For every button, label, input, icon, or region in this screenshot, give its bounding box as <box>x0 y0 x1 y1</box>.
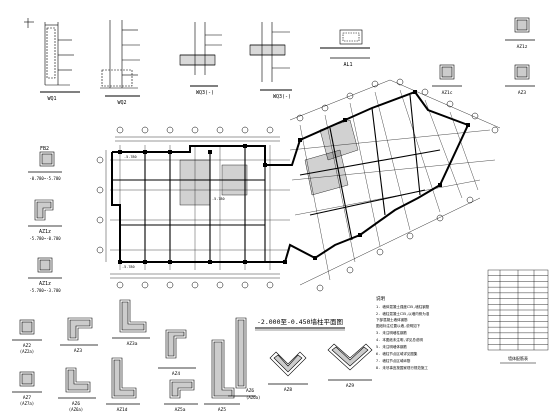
detail-label: AZ1c <box>442 90 453 96</box>
note-line: 图纸标注位置以墙,说明如下 <box>376 323 421 328</box>
notes-heading: 说明 <box>376 295 385 302</box>
detail-label: AZ1z <box>39 281 51 287</box>
detail-label: AL1 <box>343 62 352 68</box>
detail-sub-label: (AZ7a) <box>20 401 34 406</box>
wall-section-label: WQ3(-) <box>273 94 291 100</box>
detail-az1z-top <box>505 17 535 41</box>
detail-az1c-top <box>432 64 462 87</box>
detail-az5 <box>204 339 240 405</box>
note-line: 3. 未注明墙柱钢筋 <box>376 330 407 335</box>
detail-label: AZ5 <box>218 407 226 413</box>
detail-label: AZ1z <box>517 44 528 50</box>
note-line: 1. 墙体混凝土强度C35,墙柱钢筋 <box>376 304 430 309</box>
floor-plan: -5.780 -5.780 -5.780 <box>96 78 501 292</box>
note-line: 2. 墙柱混凝土C35,以墙内侧为准 <box>376 311 430 316</box>
detail-label: AZ2 <box>23 343 31 349</box>
detail-label: AZ9 <box>346 383 354 389</box>
wall-section-wq3a <box>179 22 222 87</box>
detail-az1d <box>106 357 140 405</box>
detail-elevation: -5.780~-3.780 <box>29 288 61 293</box>
detail-fb2 <box>28 151 62 173</box>
table-caption: 墙体配筋表 <box>508 355 528 361</box>
detail-label: AZ3 <box>518 90 526 96</box>
note-line: 8. 未尽事宜按国家现行规范施工 <box>376 365 428 370</box>
detail-az3-top <box>505 64 535 87</box>
plan-elevation-label: -5.780 <box>124 155 137 159</box>
detail-az5a <box>164 379 198 405</box>
detail-label: AZ8 <box>284 387 292 393</box>
detail-az8 <box>268 351 308 385</box>
detail-label: AZ1d <box>117 407 128 413</box>
detail-label: AZ6 <box>72 401 80 407</box>
detail-az7 <box>12 371 42 393</box>
detail-az3a <box>112 299 150 339</box>
detail-elevation: -0.780~-5.780 <box>29 176 61 181</box>
detail-elevation: -5.780~-0.780 <box>29 236 61 241</box>
detail-label: AZ1z <box>39 229 51 235</box>
plan-elevation-label: -5.780 <box>122 265 135 269</box>
detail-al1 <box>320 29 370 59</box>
detail-az9 <box>327 343 373 381</box>
detail-sub-label: (AZ6a) <box>69 407 83 412</box>
detail-az6 <box>58 367 96 399</box>
detail-az6b <box>228 317 256 397</box>
note-line: 4. 本图纸未注明,详见总说明 <box>376 337 423 342</box>
note-line: 下部混凝土墙体钢筋 <box>376 317 408 322</box>
detail-sub-label: (AZ2a) <box>20 349 34 354</box>
plan-title: -2.000至-0.450墙柱平面图 <box>257 317 343 326</box>
detail-label: AZ7 <box>23 395 31 401</box>
notes-block: 说明 1. 墙体混凝土强度C35,墙柱钢筋 2. 墙柱混凝土C35,以墙内侧为准… <box>376 295 430 370</box>
note-line: 6. 墙柱节点区域详见图集 <box>376 351 418 356</box>
detail-label: AZ5a <box>175 407 186 413</box>
detail-label: AZ3 <box>74 348 82 354</box>
detail-az4 <box>158 329 196 369</box>
plan-elevation-label: -5.780 <box>212 197 225 201</box>
detail-az3 <box>60 317 98 346</box>
detail-az1z-left-b <box>28 257 62 279</box>
detail-label: AZ6 <box>246 388 254 394</box>
wall-section-label: WQ3(-) <box>196 90 214 96</box>
wall-section-wq1 <box>24 18 80 93</box>
detail-label: AZ3a <box>127 341 138 347</box>
detail-az1z-left-a <box>28 199 62 227</box>
detail-sub-label: (AZ6a) <box>246 395 260 400</box>
wall-section-label: WQ2 <box>117 100 126 106</box>
reinforcement-table <box>487 269 549 351</box>
note-line: 7. 墙柱节点区域纵筋 <box>376 358 411 363</box>
detail-label: FB2 <box>40 146 49 152</box>
wall-section-wq3b <box>249 22 292 91</box>
detail-label: AZ4 <box>172 371 180 377</box>
wall-section-wq2 <box>100 20 140 97</box>
note-line: 5. 未注明墙体钢筋 <box>376 344 407 349</box>
wall-section-label: WQ1 <box>47 96 56 102</box>
detail-az2 <box>12 319 42 341</box>
